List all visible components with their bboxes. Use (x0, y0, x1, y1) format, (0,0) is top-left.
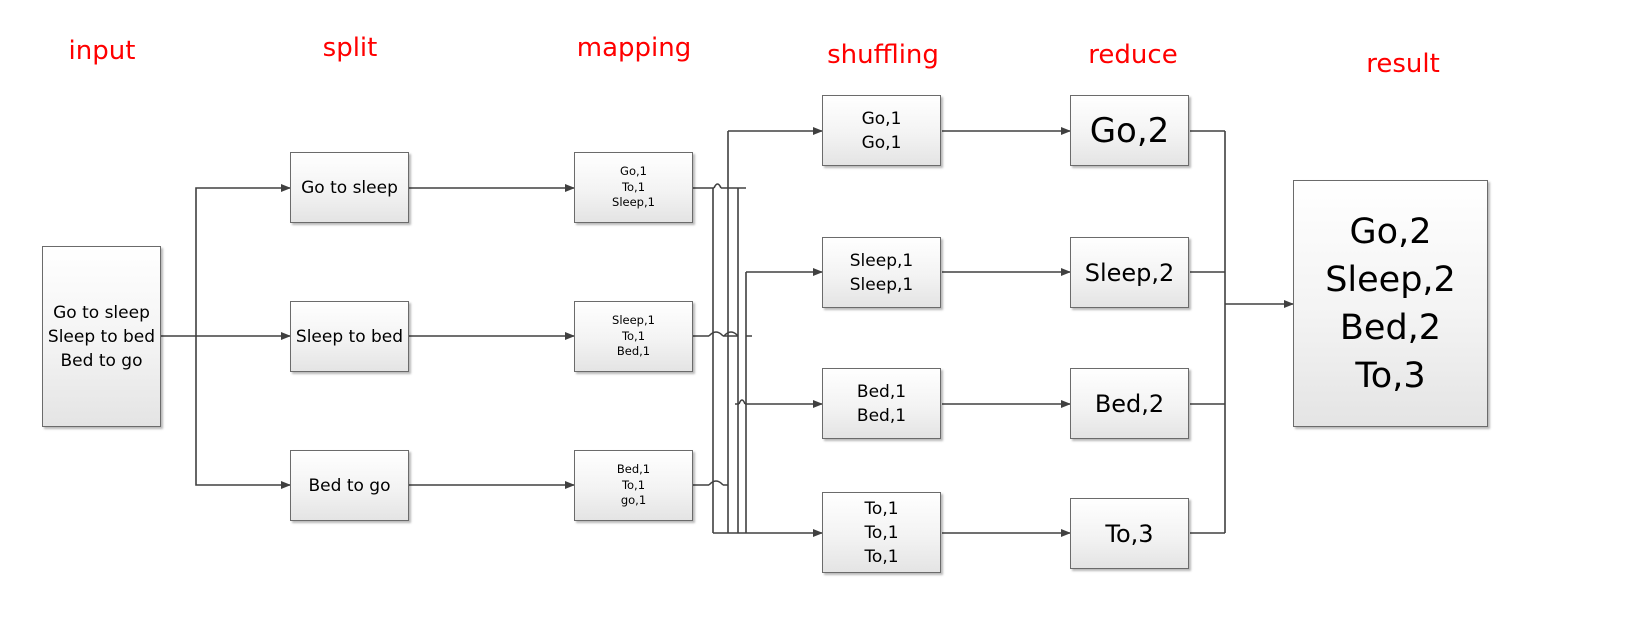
stage-label-shuffling: shuffling (827, 40, 939, 70)
mapping-line: Go,1 (620, 164, 647, 179)
shuffling-line: Bed,1 (856, 405, 907, 426)
shuffling-line: Sleep,1 (849, 274, 914, 295)
input-line: Bed to go (60, 350, 143, 371)
line-hop-4 (708, 480, 724, 486)
line-hop-5 (738, 399, 746, 405)
arrow-input-to-split-3 (195, 336, 291, 489)
shuffling-line: To,1 (864, 522, 899, 543)
arrow-input-to-split-1 (160, 184, 291, 337)
reduce-text: Sleep,2 (1084, 258, 1175, 287)
shuffling-box-bed: Bed,1 Bed,1 (822, 368, 941, 439)
mapping-line: To,1 (621, 179, 646, 194)
reduce-text: Bed,2 (1094, 389, 1165, 418)
split-box-2: Sleep to bed (290, 301, 409, 372)
mapping-box-2: Sleep,1 To,1 Bed,1 (574, 301, 693, 372)
mapping-line: Bed,1 (616, 344, 651, 359)
shuffling-box-go: Go,1 Go,1 (822, 95, 941, 166)
split-box-1: Go to sleep (290, 152, 409, 223)
shuffling-box-to: To,1 To,1 To,1 (822, 492, 941, 573)
mapping-line: Sleep,1 (612, 195, 655, 210)
shuffling-line: Go,1 (861, 132, 902, 153)
result-box: Go,2 Sleep,2 Bed,2 To,3 (1293, 180, 1488, 427)
reduce-text: Go,2 (1089, 110, 1170, 151)
mapping-box-1: Go,1 To,1 Sleep,1 (574, 152, 693, 223)
line-hop-3 (723, 331, 739, 337)
line-hop-2 (708, 331, 724, 337)
result-line: To,3 (1355, 355, 1426, 396)
input-box: Go to sleep Sleep to bed Bed to go (42, 246, 161, 427)
split-text: Go to sleep (301, 177, 398, 198)
reduce-text: To,3 (1105, 519, 1154, 548)
reduce-box-go: Go,2 (1070, 95, 1189, 166)
shuffling-line: Bed,1 (856, 381, 907, 402)
input-line: Go to sleep (53, 302, 150, 323)
shuffling-line: To,1 (864, 498, 899, 519)
reduce-box-sleep: Sleep,2 (1070, 237, 1189, 308)
stage-label-result: result (1366, 49, 1440, 79)
result-line: Bed,2 (1339, 307, 1442, 348)
reduce-box-to: To,3 (1070, 498, 1189, 569)
mapping-line: To,1 (621, 328, 646, 343)
split-text: Sleep to bed (295, 326, 404, 347)
split-box-3: Bed to go (290, 450, 409, 521)
stage-label-input: input (68, 36, 136, 66)
mapping-line: Bed,1 (616, 462, 651, 477)
split-text: Bed to go (308, 475, 391, 496)
mapping-line: go,1 (620, 493, 647, 508)
mapping-line: Sleep,1 (612, 313, 655, 328)
stage-label-split: split (322, 33, 378, 63)
stage-label-reduce: reduce (1088, 40, 1178, 70)
shuffling-line: Go,1 (861, 108, 902, 129)
reduce-box-bed: Bed,2 (1070, 368, 1189, 439)
shuffling-line: To,1 (864, 546, 899, 567)
input-line: Sleep to bed (47, 326, 156, 347)
result-line: Go,2 (1349, 211, 1432, 252)
mapping-box-3: Bed,1 To,1 go,1 (574, 450, 693, 521)
result-line: Sleep,2 (1325, 259, 1456, 300)
shuffling-box-sleep: Sleep,1 Sleep,1 (822, 237, 941, 308)
shuffling-line: Sleep,1 (849, 250, 914, 271)
line-hop-1 (713, 183, 722, 189)
mapping-line: To,1 (621, 477, 646, 492)
stage-label-mapping: mapping (576, 33, 692, 63)
